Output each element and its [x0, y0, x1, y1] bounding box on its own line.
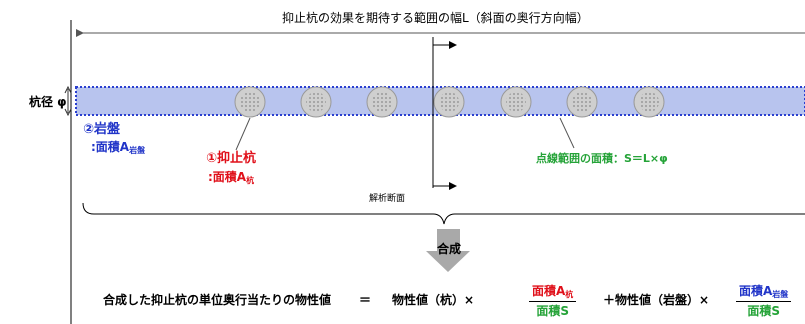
rock-area-label: :面積A岩盤	[91, 141, 145, 155]
section-label: 解析断面	[369, 194, 406, 204]
rock-marker: ②	[83, 122, 95, 137]
pile-area-prefix: :面積A	[208, 170, 247, 184]
pile-name: 抑止杭	[217, 151, 257, 166]
fraction-pile: 面積A杭 面積S	[529, 285, 577, 318]
pile-marker: ①	[206, 151, 218, 166]
pile-area-label: :面積A杭	[208, 171, 254, 185]
diameter-arrow-bottom	[64, 108, 72, 117]
formula-equals: ＝	[359, 293, 372, 307]
pile-circle	[433, 86, 465, 118]
pile-circle	[566, 86, 598, 118]
formula-lhs: 合成した抑止杭の単位奥行当たりの物性値	[103, 293, 332, 307]
pile-label: ①抑止杭	[206, 152, 256, 165]
dotted-area-text: 点線範囲の面積：S＝L×φ	[536, 152, 668, 165]
rock-area-prefix: :面積A	[91, 140, 130, 154]
pile-circle	[300, 86, 332, 118]
combine-arrow	[426, 229, 470, 272]
width-label: 抑止杭の効果を期待する範囲の幅L（斜面の奥行方向幅）	[282, 11, 589, 25]
pile-diameter-label: 杭径 φ	[29, 95, 67, 109]
fraction-rock-denominator: 面積S	[747, 304, 780, 318]
combine-label: 合成	[437, 242, 462, 256]
rock-name: 岩盤	[94, 122, 121, 137]
pile-circle	[234, 86, 266, 118]
pile-leader-line	[235, 117, 251, 151]
fraction-pile-denominator: 面積S	[536, 304, 569, 318]
section-brace	[82, 202, 805, 225]
pile-area-sub: 杭	[246, 176, 255, 185]
fraction-pile-numerator: 面積A杭	[529, 285, 577, 302]
diameter-arrow-top	[64, 85, 72, 94]
fraction-rock: 面積A岩盤 面積S	[736, 285, 792, 318]
rock-area-sub: 岩盤	[129, 146, 146, 155]
fraction-rock-numerator: 面積A岩盤	[736, 285, 792, 302]
area-leader-line	[559, 117, 575, 149]
pile-circle	[633, 86, 665, 118]
pile-circle	[500, 86, 532, 118]
pile-circle	[366, 86, 398, 118]
formula-term1: 物性値（杭）×	[392, 293, 475, 307]
formula-term2: ＋物性値（岩盤）×	[603, 293, 710, 307]
rock-label: ②岩盤	[83, 123, 120, 136]
